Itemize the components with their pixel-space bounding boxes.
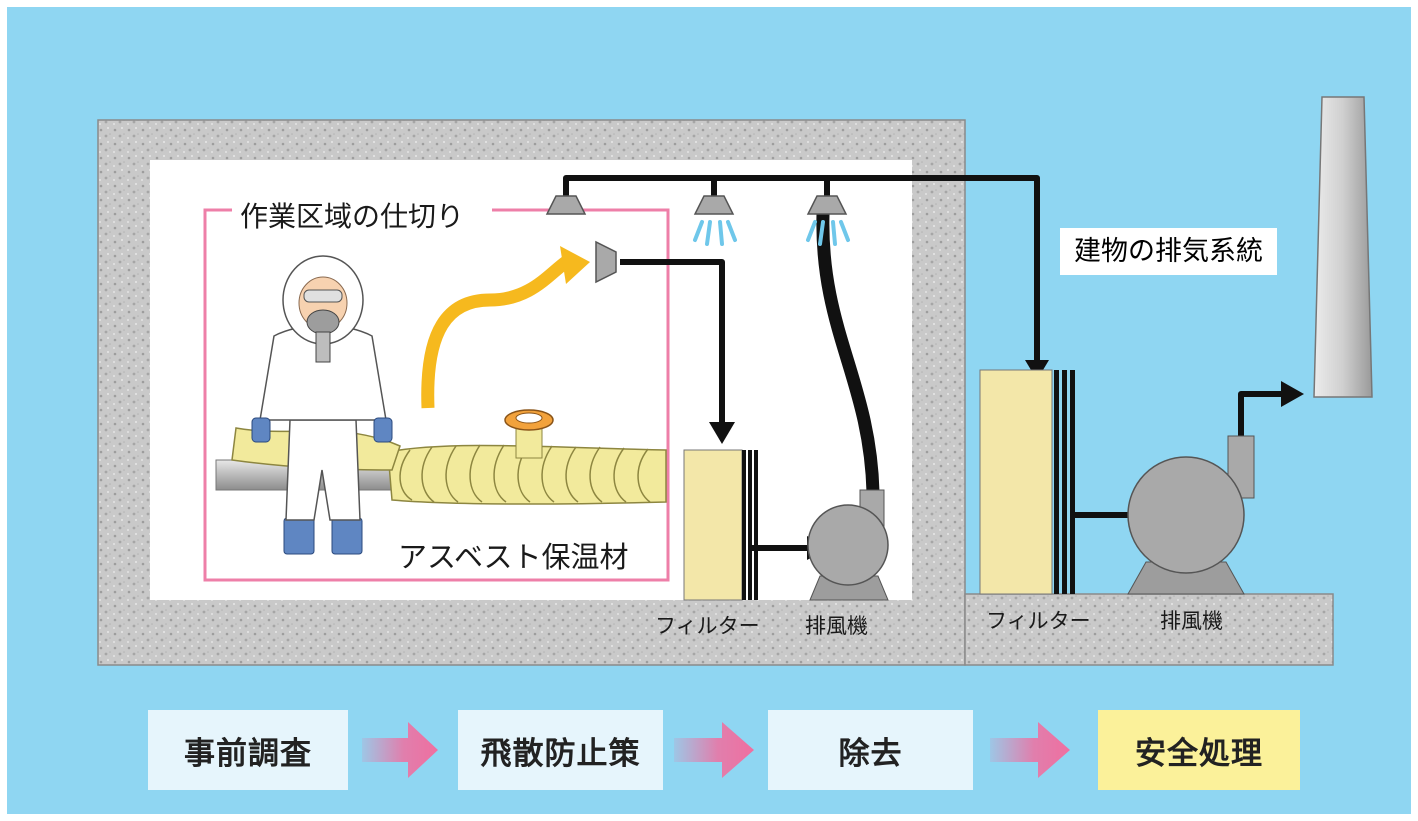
insulation-wrap-lines [399, 444, 651, 503]
duct-system [563, 175, 1283, 551]
fan-intake-hose [816, 207, 880, 499]
mist-right-a [806, 220, 817, 242]
nozzle-1 [545, 195, 587, 215]
worker-legs [285, 419, 361, 521]
worker-right-glove [373, 417, 393, 443]
outer-filter [979, 369, 1075, 595]
worker-respirator [306, 309, 340, 335]
outer-filter-label: フィルター [986, 609, 1091, 633]
outer-exhaust-fan [1127, 435, 1255, 595]
work-area-partition [203, 208, 670, 582]
outer-fan-label: 排風機 [1160, 609, 1223, 633]
main-exhaust-duct [563, 175, 1040, 360]
arrowhead-chimney [1281, 381, 1304, 407]
inner-fan-label: 排風機 [805, 614, 868, 638]
mist-left-a [693, 220, 704, 242]
fan-exhaust-duct [1238, 391, 1283, 440]
nozzle-3 [806, 195, 848, 215]
worker-goggles [303, 289, 343, 303]
worker-right-boot [331, 517, 363, 555]
local-exhaust-duct [620, 259, 725, 424]
chimney [1313, 96, 1373, 398]
worker-left-glove [251, 417, 271, 443]
inner-filter-label: フィルター [655, 614, 760, 638]
process-arrow-3 [990, 722, 1070, 778]
insulation-wrapped [387, 444, 667, 505]
exhaust-system-label: 建物の排気系統 [1060, 228, 1277, 275]
nozzle-2 [693, 195, 735, 215]
mist-sprays [693, 220, 850, 246]
worker-respirator-filter [315, 331, 331, 363]
partition-label: 作業区域の仕切り [236, 195, 469, 235]
worker-figure [251, 255, 393, 555]
machine-slab [964, 593, 1334, 666]
process-step-safe-disposal: 安全処理 [1098, 710, 1300, 790]
inner-exhaust-fan [807, 489, 889, 601]
process-step-survey: 事前調査 [148, 710, 348, 790]
airflow-curve [421, 256, 570, 409]
airflow-arrowhead [560, 246, 590, 284]
arrowhead-local-duct [709, 422, 735, 444]
intake-nozzles [545, 195, 848, 284]
process-arrow-1 [362, 722, 438, 778]
pipe-flange-hole [515, 412, 543, 424]
process-arrow-2 [674, 722, 754, 778]
process-arrows [362, 722, 1070, 778]
local-intake-nozzle [595, 240, 617, 284]
process-step-removal: 除去 [768, 710, 973, 790]
asbestos-insulation-label: アスベスト保温材 [398, 540, 629, 574]
inner-filter [683, 449, 758, 601]
worker-left-boot [283, 517, 315, 555]
pipe-flange-stem [515, 427, 543, 459]
process-step-scatter-prevention: 飛散防止策 [458, 710, 663, 790]
